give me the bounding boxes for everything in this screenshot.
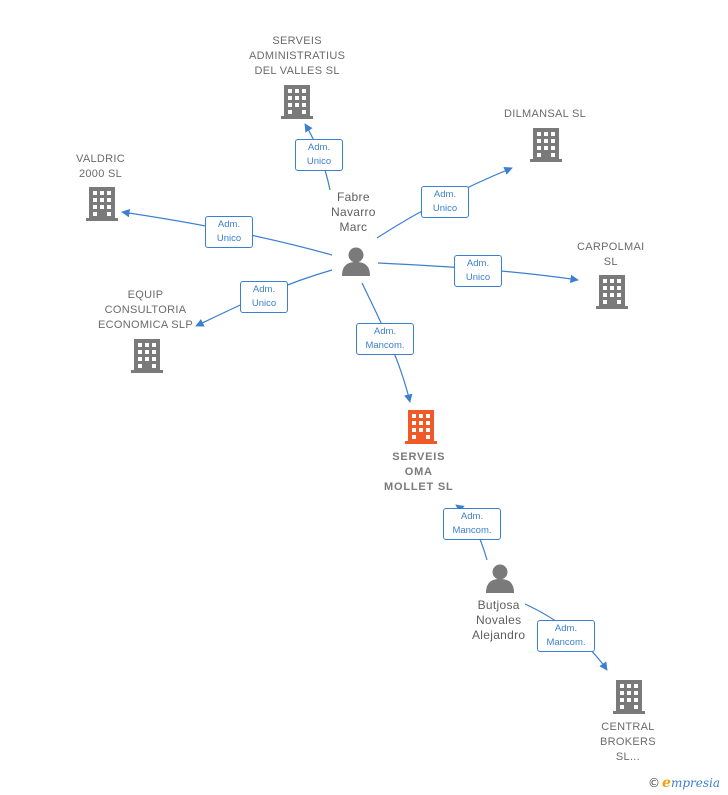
serveis_admin-building-icon[interactable] — [281, 85, 313, 119]
edge-label-fabre-to-valdric[interactable]: Adm. Unico — [205, 216, 253, 248]
node-label-line: CENTRAL — [601, 721, 655, 733]
copyright-symbol: © — [648, 776, 661, 790]
node-label-line: DEL VALLES SL — [254, 65, 340, 77]
serveis_oma-building-icon[interactable] — [405, 410, 437, 444]
brand-logo[interactable]: empresia — [662, 775, 720, 791]
node-label-line: SL — [603, 256, 618, 268]
edge-label-line: Adm. — [466, 258, 490, 269]
node-label-line: ECONOMICA SLP — [98, 319, 193, 331]
edge-label-line: Unico — [251, 298, 277, 309]
dilmansal-label[interactable]: DILMANSAL SL — [504, 107, 586, 122]
node-label-line: Butjosa — [477, 598, 520, 612]
edge-label-butjosa-to-serveis_oma[interactable]: Adm. Mancom. — [443, 508, 501, 540]
edge-label-fabre-to-equip[interactable]: Adm. Unico — [240, 281, 288, 313]
node-label-line: SL... — [615, 751, 641, 763]
central-building-icon[interactable] — [613, 680, 645, 714]
edge-label-butjosa-to-central[interactable]: Adm. Mancom. — [537, 620, 595, 652]
edge-label-fabre-to-serveis_admin[interactable]: Adm. Unico — [295, 139, 343, 171]
node-label-line: VALDRIC — [76, 153, 125, 165]
edge-label-fabre-to-dilmansal[interactable]: Adm. Unico — [421, 186, 469, 218]
node-label-line: ADMINISTRATIUS — [249, 50, 346, 62]
edge-label-line: Adm. — [307, 142, 331, 153]
node-label-line: Alejandro — [472, 628, 526, 642]
edge-label-line: Unico — [216, 233, 242, 244]
node-label-line: CARPOLMAI — [577, 241, 645, 253]
edge-label-line: Mancom. — [546, 637, 586, 648]
edge-label-line: Adm. — [373, 326, 397, 337]
equip-building-icon[interactable] — [131, 339, 163, 373]
edge-label-line: Mancom. — [365, 340, 405, 351]
node-label-line: CONSULTORIA — [104, 304, 187, 316]
node-label-line: Marc — [339, 220, 368, 234]
valdric-building-icon[interactable] — [86, 187, 118, 221]
carpolmai-building-icon[interactable] — [596, 275, 628, 309]
node-label-line: DILMANSAL SL — [504, 108, 587, 120]
serveis_oma-label[interactable]: SERVEIS OMA MOLLET SL — [384, 450, 454, 495]
node-label-line: SERVEIS — [392, 451, 446, 463]
valdric-label[interactable]: VALDRIC 2000 SL — [76, 152, 125, 182]
node-label-line: EQUIP — [127, 289, 164, 301]
edge-label-line: Adm. — [252, 284, 276, 295]
fabre-person-icon[interactable] — [342, 247, 370, 277]
edge-label-line: Adm. — [554, 623, 578, 634]
edge-label-line: Unico — [465, 272, 491, 283]
node-label-line: BROKERS — [600, 736, 656, 748]
edge-label-line: Mancom. — [452, 525, 492, 536]
edge-label-line: Unico — [432, 203, 458, 214]
edge-label-line: Adm. — [217, 219, 241, 230]
carpolmai-label[interactable]: CARPOLMAI SL — [577, 240, 645, 270]
node-label-line: Novales — [475, 613, 522, 627]
copyright-footer: ©empresia — [648, 775, 720, 791]
central-label[interactable]: CENTRAL BROKERS SL... — [600, 720, 656, 765]
edge-label-fabre-to-carpolmai[interactable]: Adm. Unico — [454, 255, 502, 287]
node-label-line: Navarro — [331, 205, 376, 219]
serveis_admin-label[interactable]: SERVEIS ADMINISTRATIUS DEL VALLES SL — [249, 34, 345, 79]
edge-label-line: Adm. — [433, 189, 457, 200]
brand-name: mpresia — [670, 776, 720, 790]
equip-label[interactable]: EQUIP CONSULTORIA ECONOMICA SLP — [98, 288, 193, 333]
node-label-line: Fabre — [336, 190, 370, 204]
edge-label-fabre-to-serveis_oma[interactable]: Adm. Mancom. — [356, 323, 414, 355]
node-label-line: SERVEIS — [272, 35, 322, 47]
node-label-line: 2000 SL — [78, 168, 123, 180]
node-label-line: OMA — [404, 466, 433, 478]
brand-initial: e — [662, 775, 671, 791]
butjosa-person-icon[interactable] — [486, 564, 514, 594]
edge-label-line: Unico — [306, 156, 332, 167]
edge-label-line: Adm. — [460, 511, 484, 522]
dilmansal-building-icon[interactable] — [530, 128, 562, 162]
node-label-line: MOLLET SL — [384, 481, 454, 493]
